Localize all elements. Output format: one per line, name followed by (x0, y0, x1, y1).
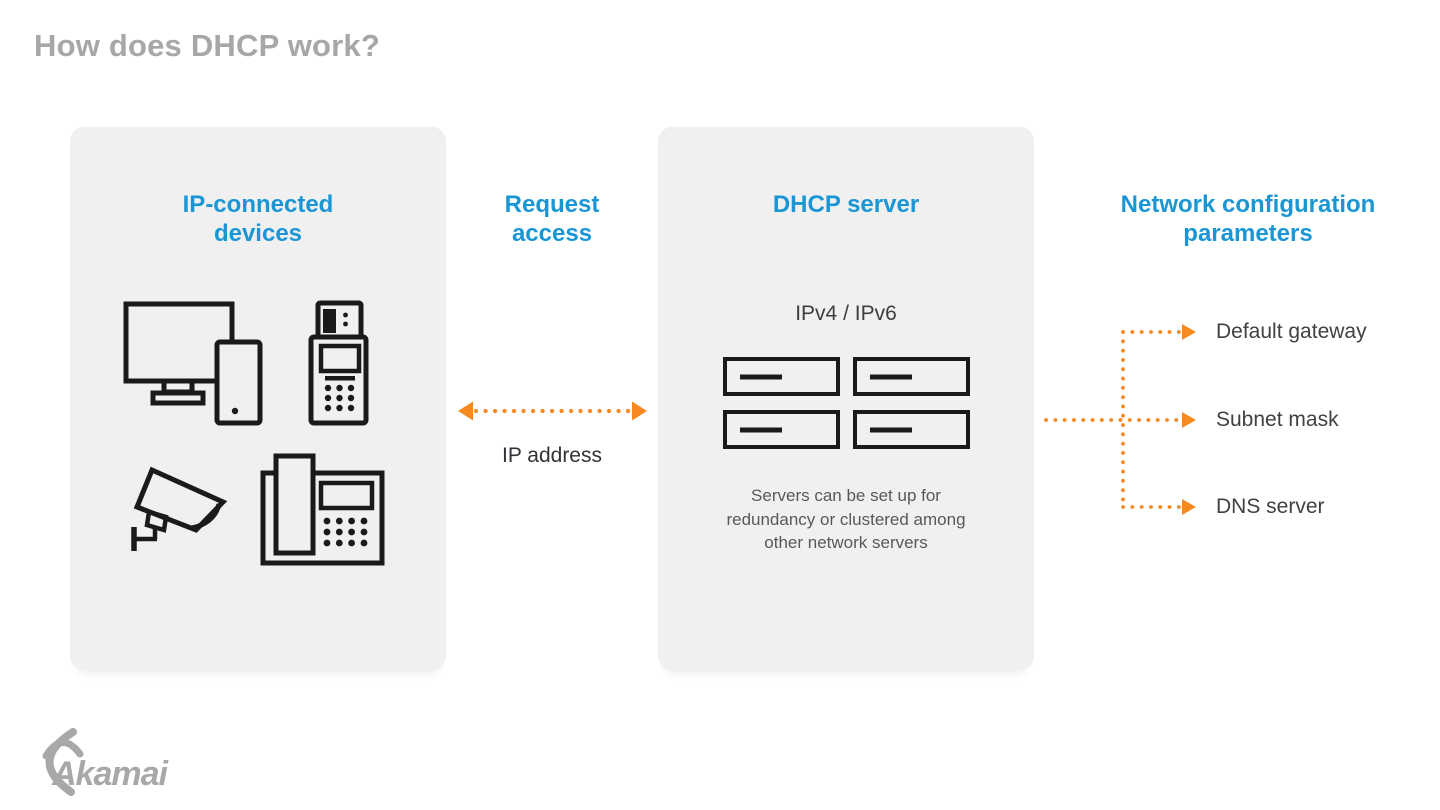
camera-bracket (144, 509, 169, 533)
phone-display (318, 480, 375, 511)
phone-handset (273, 453, 316, 556)
server-caption-line: redundancy or clustered among (726, 509, 966, 529)
protocols-label: IPv4 / IPv6 (795, 302, 897, 325)
pos-keypad (324, 384, 355, 412)
server-dash (740, 427, 782, 432)
pos-card-stripe (323, 309, 336, 333)
pos-screen (318, 343, 362, 374)
param-dns-server: DNS server (1216, 495, 1325, 518)
desk-phone-icon (260, 453, 385, 566)
network-parameters-heading: Network configuration parameters (1120, 191, 1376, 247)
monitor-stand-base (150, 390, 206, 406)
arrowhead-bottom (1182, 499, 1196, 515)
server-dash (870, 427, 912, 432)
server-dash (740, 374, 782, 379)
request-arrow-icon (458, 401, 647, 421)
pos-slot (325, 376, 355, 381)
logo-swoosh-large (45, 728, 77, 796)
dhcp-server-panel (658, 127, 1034, 670)
logo-wordmark: Akamai (51, 755, 170, 793)
ip-address-label: IP address (501, 444, 602, 467)
akamai-logo: Akamai (42, 728, 171, 796)
smartphone-home-button (231, 407, 239, 415)
monitor-stand-neck (161, 378, 195, 395)
server-unit-icon (853, 357, 970, 396)
dhcp-server-heading: DHCP server (772, 191, 920, 218)
request-access-heading: Request access (504, 191, 600, 247)
security-camera-icon (131, 466, 228, 551)
server-unit-icon (723, 357, 840, 396)
server-unit-icon (723, 410, 840, 449)
server-dash (870, 374, 912, 379)
param-default-gateway: Default gateway (1216, 320, 1367, 343)
phone-body (260, 470, 385, 566)
smartphone-icon (214, 339, 263, 426)
param-subnet-mask: Subnet mask (1216, 408, 1339, 431)
logo-swoosh-small (42, 739, 84, 760)
arrowhead-top (1182, 324, 1196, 340)
camera-body (133, 466, 228, 533)
devices-heading: IP-connected devices (182, 191, 334, 247)
phone-keypad (323, 517, 368, 547)
server-unit-icon (853, 410, 970, 449)
camera-hood (191, 503, 222, 531)
pos-terminal-icon (308, 300, 369, 426)
server-rack-icon (723, 357, 970, 449)
page-title: How does DHCP work? (34, 28, 380, 63)
arrowhead-right (632, 401, 647, 421)
arrowhead-middle (1182, 412, 1196, 428)
server-caption-line: Servers can be set up for (751, 486, 941, 505)
server-caption: Servers can be set up for redundancy or … (696, 484, 996, 555)
monitor-and-smartphone-icon (123, 301, 263, 426)
parameters-branch-icon (1044, 324, 1196, 515)
server-caption-line: other network servers (764, 533, 928, 552)
arrowhead-left (458, 401, 473, 421)
